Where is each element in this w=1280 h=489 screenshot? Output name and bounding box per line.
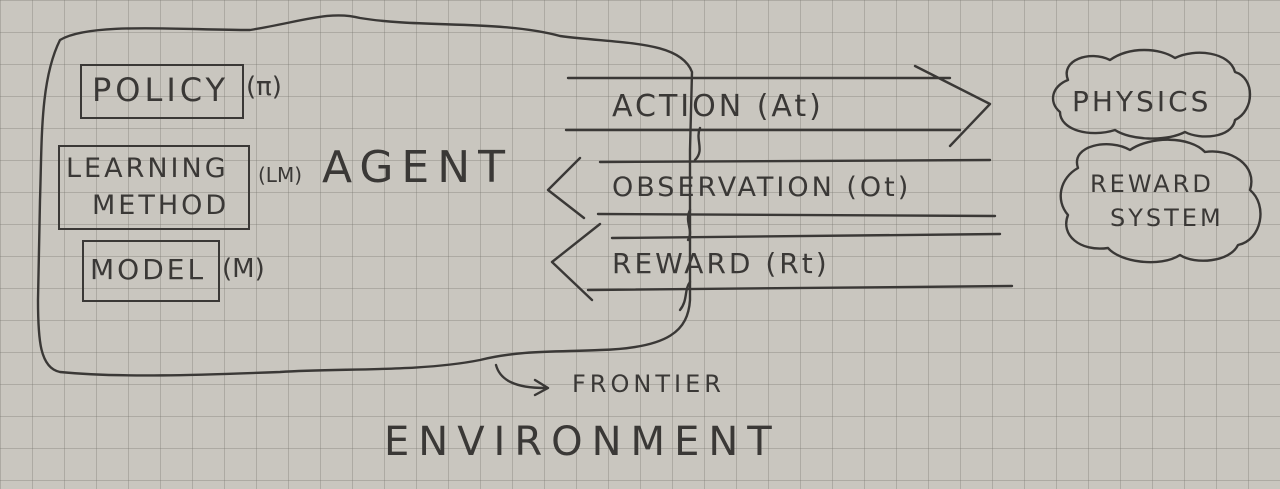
reward-label: REWARD (Rt): [612, 247, 830, 280]
action-label: ACTION (At): [612, 89, 824, 124]
model-symbol: (M): [222, 254, 265, 284]
observation-label: OBSERVATION (Ot): [612, 172, 912, 203]
policy-symbol: (π): [246, 72, 282, 102]
learning-method-line1: LEARNING: [66, 153, 229, 184]
learning-method-symbol: (LM): [258, 163, 303, 187]
agent-title: AGENT: [322, 142, 514, 193]
physics-label: PHYSICS: [1072, 85, 1212, 118]
physics-cloud: [1051, 48, 1252, 140]
frontier-label: FRONTIER: [572, 370, 725, 398]
action-arrow: [564, 64, 992, 148]
policy-box: [80, 64, 244, 119]
model-label: MODEL: [90, 253, 207, 286]
observation-arrow: [546, 156, 997, 220]
model-box: [82, 240, 220, 302]
environment-title: ENVIRONMENT: [384, 419, 781, 465]
reward-system-line1: REWARD: [1090, 170, 1214, 198]
reward-system-line2: SYSTEM: [1110, 204, 1224, 232]
frontier-arrow: [494, 363, 550, 397]
reward-system-cloud: [1059, 138, 1262, 264]
policy-label: POLICY: [92, 71, 230, 109]
agent-frontier-outline: [36, 14, 694, 377]
reward-arrow: [550, 222, 1014, 302]
learning-method-box: [58, 145, 250, 230]
learning-method-line2: METHOD: [92, 190, 230, 221]
